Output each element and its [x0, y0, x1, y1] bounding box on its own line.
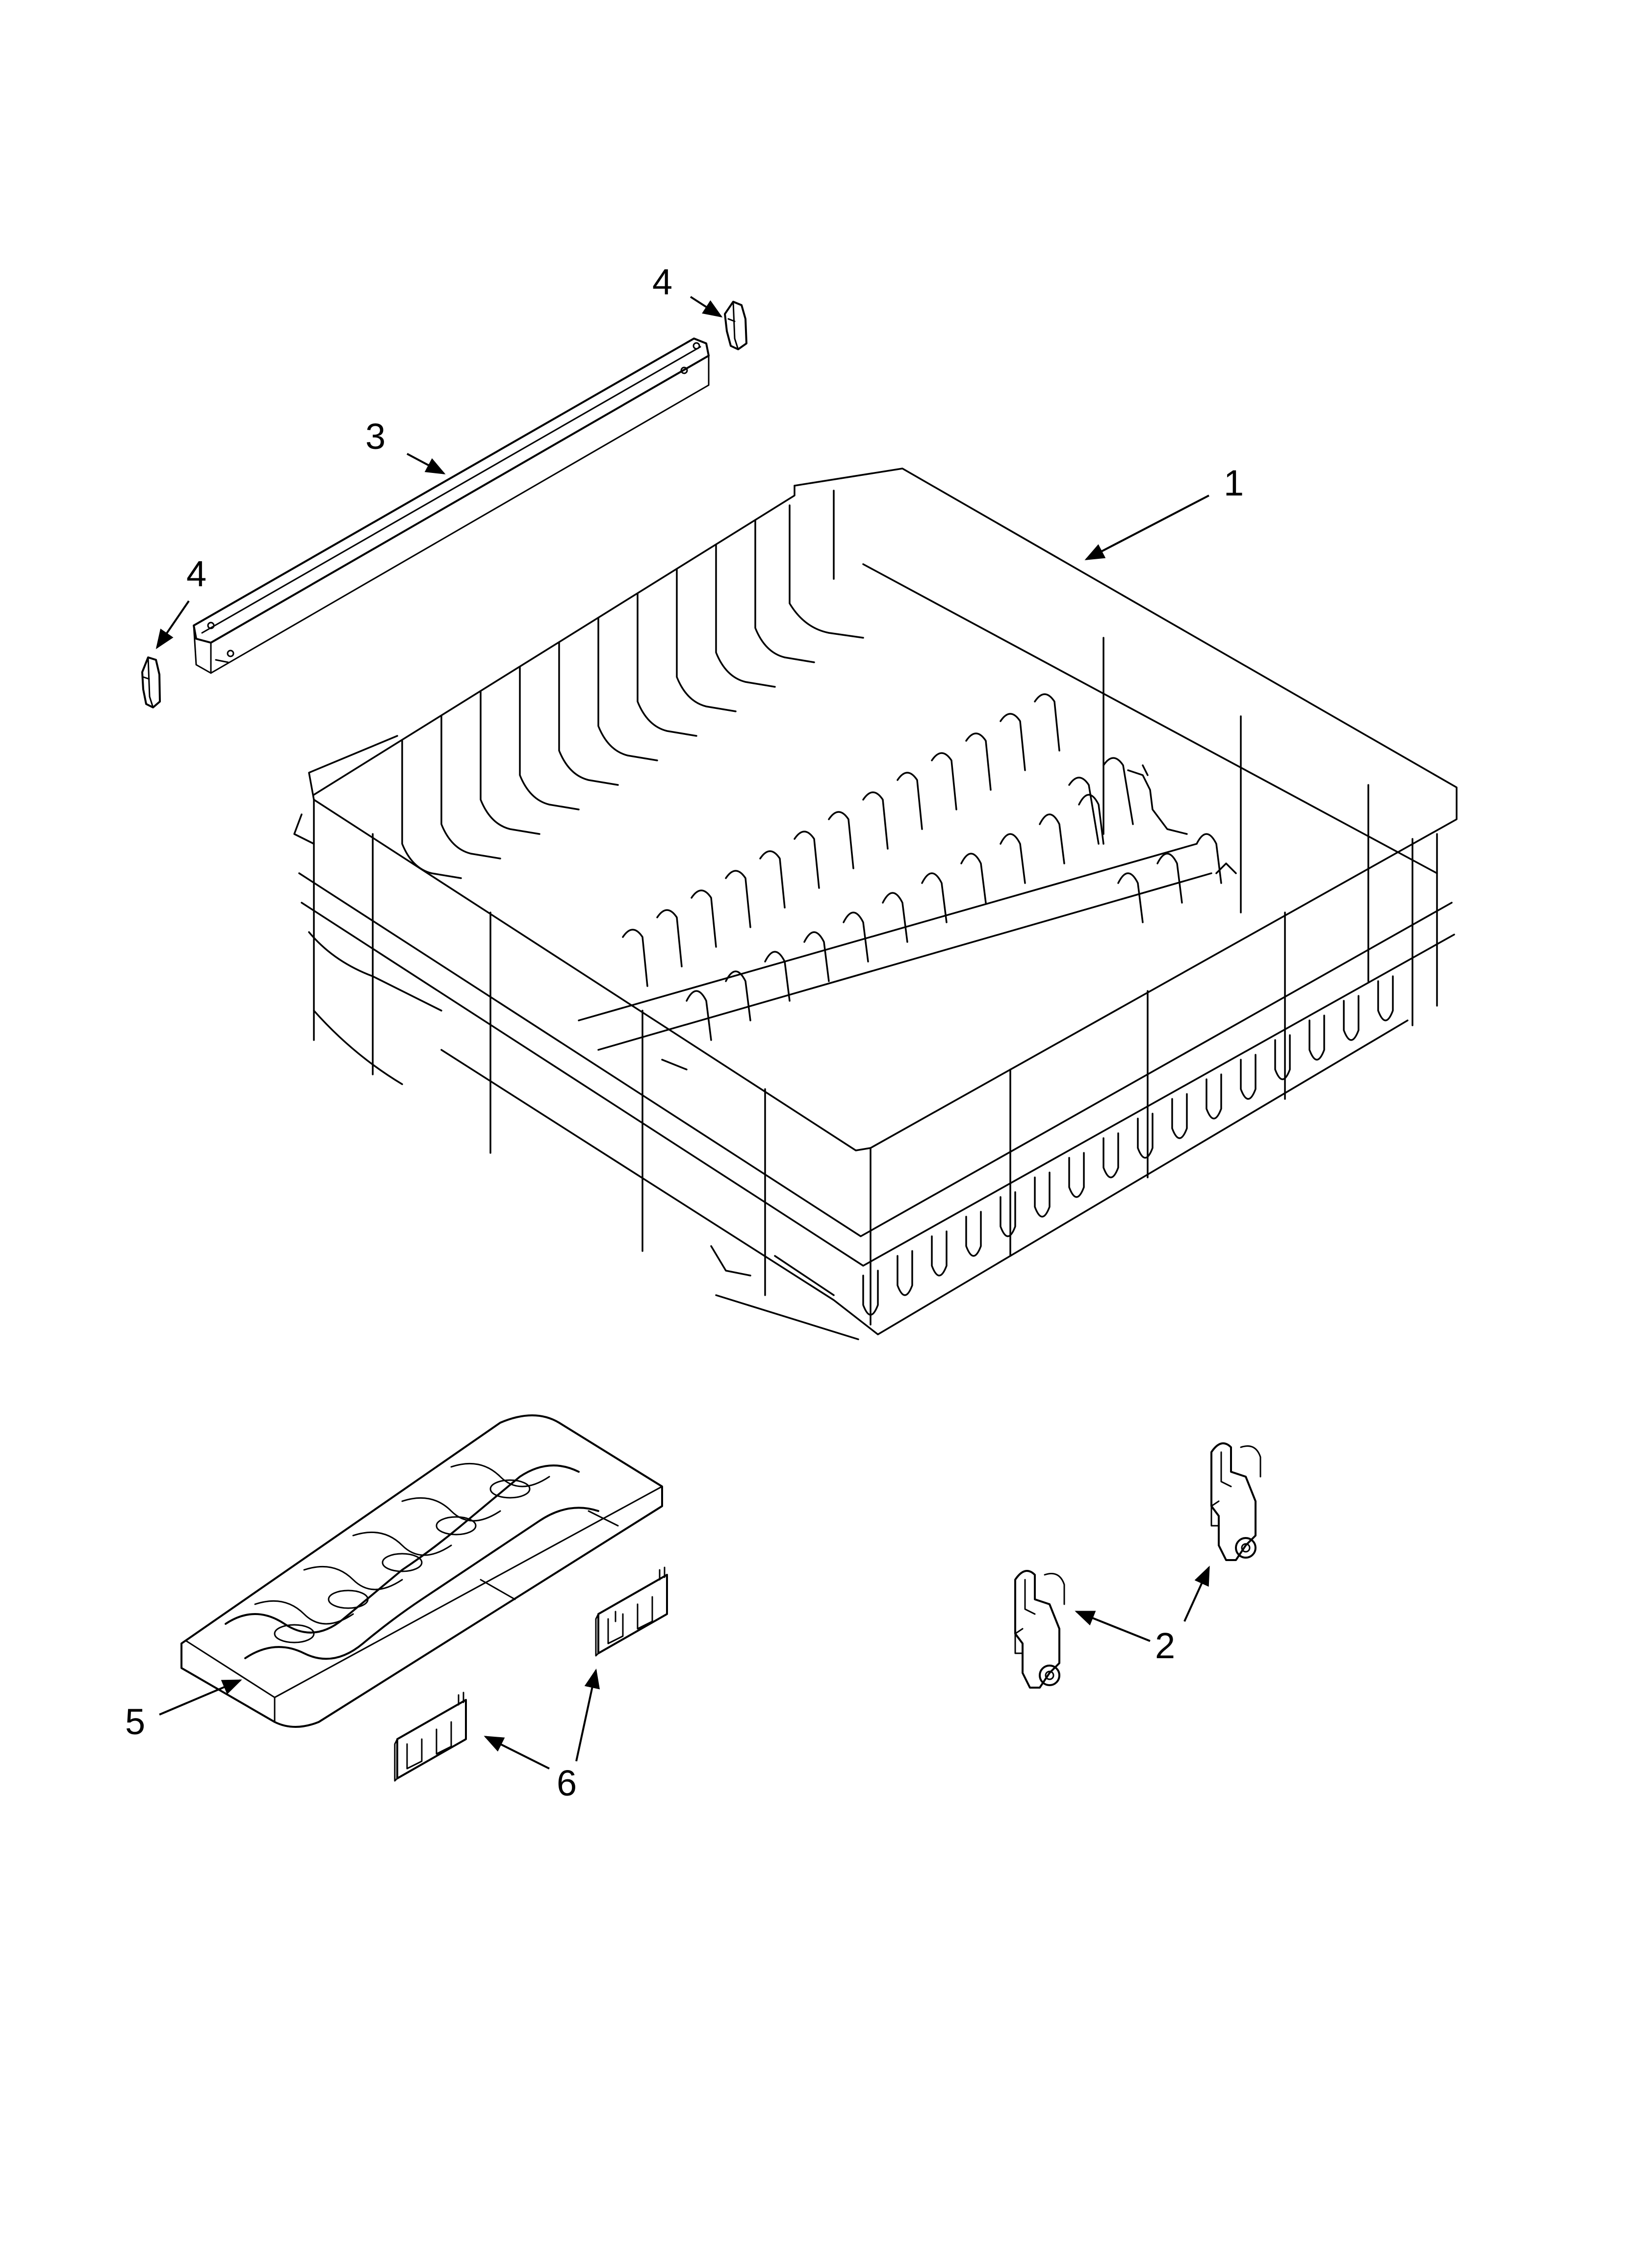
leader-3 [407, 453, 446, 474]
leader-lines [155, 296, 1210, 1770]
leader-2b [1183, 1565, 1210, 1622]
callout-4-top: 4 [652, 261, 672, 302]
wheel-assembly-lower [1014, 1570, 1065, 1689]
callout-3: 3 [365, 416, 385, 457]
callouts: 1 2 3 4 4 5 6 [125, 261, 1244, 1803]
back-tines [401, 504, 864, 879]
wheel-assembly-upper [1210, 1442, 1261, 1561]
folding-tines [622, 693, 1237, 1041]
callout-6: 6 [557, 1763, 577, 1803]
leader-1 [1084, 495, 1209, 560]
rail-part [193, 338, 710, 674]
leader-4b [155, 600, 190, 650]
shelf-clip-upper [595, 1566, 668, 1657]
shelf-clip-lower [394, 1692, 467, 1782]
cup-shelf-part [180, 1414, 663, 1728]
leader-6b [575, 1668, 600, 1762]
dishrack-part [293, 468, 1458, 1340]
rail-end-cap-top [724, 301, 747, 350]
rail-end-cap-left [141, 656, 161, 708]
callout-5: 5 [125, 1701, 145, 1742]
callout-1: 1 [1224, 463, 1244, 503]
leader-4a [690, 296, 723, 318]
front-loops [862, 975, 1394, 1316]
leader-6a [484, 1736, 550, 1770]
callout-4-left: 4 [186, 553, 206, 594]
callout-2: 2 [1155, 1625, 1175, 1666]
leader-5 [159, 1679, 242, 1716]
leader-2a [1075, 1611, 1151, 1642]
